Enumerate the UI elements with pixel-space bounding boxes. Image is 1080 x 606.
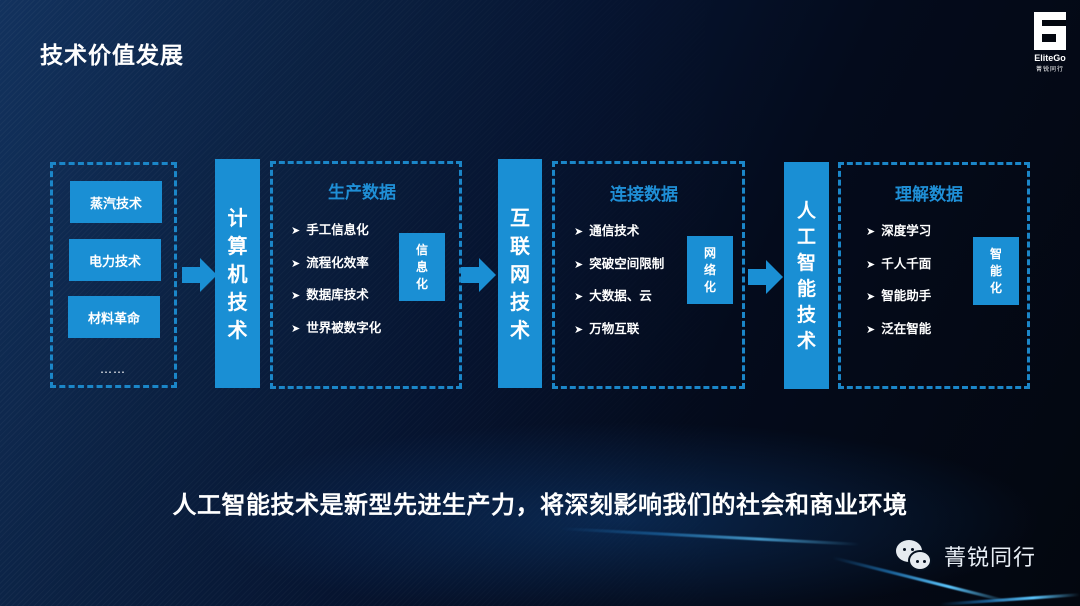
era-item-materials: 材料革命 xyxy=(68,296,160,338)
list-item: ➤泛在智能 xyxy=(866,320,931,353)
stage-production-data-group xyxy=(270,161,462,389)
connection-data-list: ➤通信技术 ➤突破空间限制 ➤大数据、云 ➤万物互联 xyxy=(574,222,664,352)
list-item: ➤万物互联 xyxy=(574,320,664,353)
light-swoosh xyxy=(560,527,860,546)
list-item: ➤突破空间限制 xyxy=(574,255,664,288)
chevron-right-icon: ➤ xyxy=(291,256,301,270)
list-item: ➤千人千面 xyxy=(866,255,931,288)
era-ellipsis: …… xyxy=(100,362,126,376)
elitego-logo-mark-icon xyxy=(1034,12,1066,50)
section-title-production-data: 生产数据 xyxy=(328,183,396,203)
arrow-right-icon xyxy=(748,260,784,294)
wechat-icon xyxy=(896,538,936,574)
chevron-right-icon: ➤ xyxy=(866,225,876,238)
understanding-data-list: ➤深度学习 ➤千人千面 ➤智能助手 ➤泛在智能 xyxy=(866,222,931,352)
tag-informatization: 信 息 化 xyxy=(399,233,445,301)
list-item: ➤数据库技术 xyxy=(291,286,381,319)
chevron-right-icon: ➤ xyxy=(574,322,584,336)
light-swoosh xyxy=(940,593,1080,606)
chevron-right-icon: ➤ xyxy=(574,290,584,303)
stage-connection-data-group xyxy=(552,161,745,389)
era-item-steam: 蒸汽技术 xyxy=(70,181,162,223)
slide-title: 技术价值发展 xyxy=(40,43,184,69)
arrow-right-icon xyxy=(461,258,497,292)
logo-text-en: EliteGo xyxy=(1034,53,1066,63)
logo-text-cn: 菁锐同行 xyxy=(1035,66,1064,73)
tag-intelligentization: 智 能 化 xyxy=(973,237,1019,305)
chevron-right-icon: ➤ xyxy=(291,224,301,237)
era-item-electric: 电力技术 xyxy=(69,239,161,281)
pillar-computer-tech: 计 算 机 技 术 xyxy=(215,159,260,388)
arrow-right-icon xyxy=(182,258,218,292)
pillar-ai-tech: 人 工 智 能 技 术 xyxy=(784,162,829,389)
list-item: ➤通信技术 xyxy=(574,222,664,255)
pillar-internet-tech: 互 联 网 技 术 xyxy=(498,159,542,388)
eras-group xyxy=(50,162,177,388)
list-item: ➤流程化效率 xyxy=(291,254,381,287)
chevron-right-icon: ➤ xyxy=(291,321,301,335)
chevron-right-icon: ➤ xyxy=(574,225,584,238)
chevron-right-icon: ➤ xyxy=(574,257,584,271)
slogan-text: 人工智能技术是新型先进生产力，将深刻影响我们的社会和商业环境 xyxy=(172,491,908,519)
brand-name: 菁锐同行 xyxy=(944,546,1037,571)
section-title-connection-data: 连接数据 xyxy=(610,185,678,205)
list-item: ➤大数据、云 xyxy=(574,287,664,320)
tag-networking: 网 络 化 xyxy=(687,236,733,304)
elitego-logo: EliteGo 菁锐同行 xyxy=(1030,12,1070,73)
chevron-right-icon: ➤ xyxy=(866,290,876,303)
list-item: ➤深度学习 xyxy=(866,222,931,255)
list-item: ➤手工信息化 xyxy=(291,221,381,254)
chevron-right-icon: ➤ xyxy=(291,289,301,302)
list-item: ➤智能助手 xyxy=(866,287,931,320)
chevron-right-icon: ➤ xyxy=(866,322,876,336)
chevron-right-icon: ➤ xyxy=(866,257,876,271)
section-title-understanding-data: 理解数据 xyxy=(895,185,963,205)
stage-understanding-data-group xyxy=(838,162,1030,389)
footer-brand: 菁锐同行 xyxy=(896,538,1036,574)
production-data-list: ➤手工信息化 ➤流程化效率 ➤数据库技术 ➤世界被数字化 xyxy=(291,221,381,351)
list-item: ➤世界被数字化 xyxy=(291,319,381,352)
